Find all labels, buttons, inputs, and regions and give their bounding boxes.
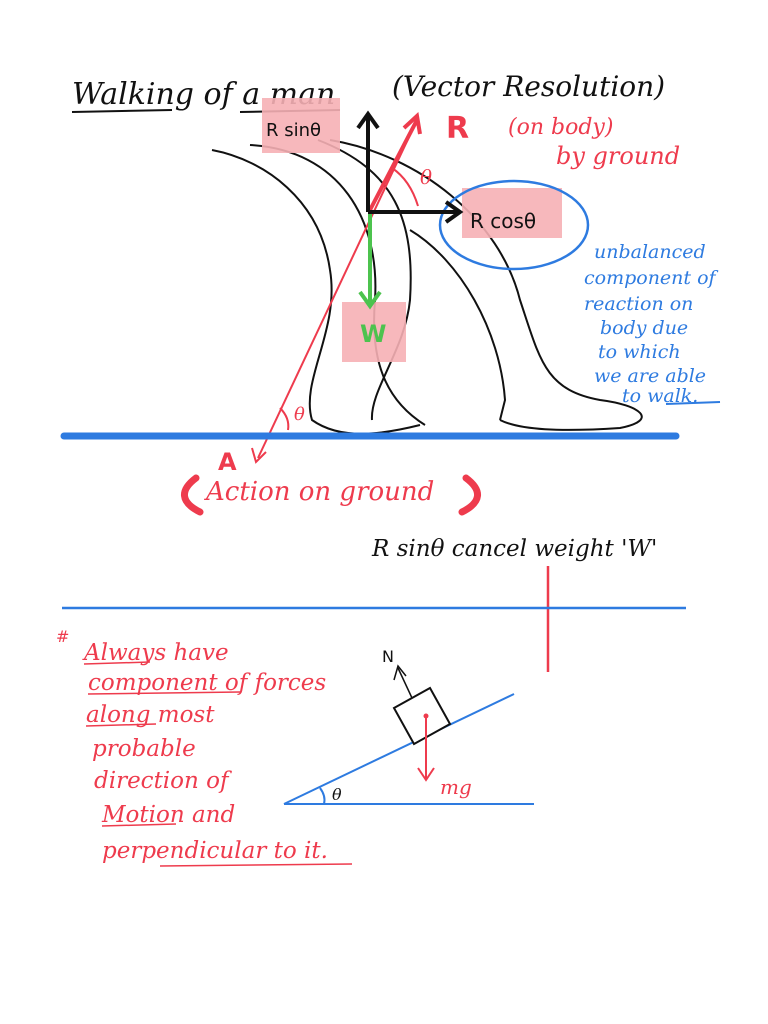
perpendicular-underline [159,863,353,867]
incline-angle-arc [319,787,326,805]
weight-arrow-head [358,290,382,310]
walk-underline [665,401,721,405]
incline-theta-label: θ [332,785,342,804]
mg-arrow-head [417,767,435,782]
incline-note-line: probable [92,736,196,762]
a-label: A [218,448,237,476]
rcos-highlight [462,188,562,238]
action-arrow-head [251,447,267,464]
walking-diagram: Walking of a man (Vector Resolution) [60,70,721,516]
blue-note-line: component of [584,267,719,289]
normal-label: N [382,647,394,666]
vertical-arrow-head [356,110,380,130]
along-underline [85,723,157,727]
action-bracket-right [458,474,481,516]
incline-surface [283,693,515,805]
title-underline-walking [71,109,173,113]
reaction-arrow-shaft [368,119,419,211]
blue-note-line: we are able [594,365,706,387]
w-label: W [360,320,386,348]
middle-note: R sinθ cancel weight 'W' [371,536,657,562]
bullet-mark: # [56,627,69,646]
reaction-line [257,119,418,459]
mg-label: mg [440,775,472,799]
r-note-by-ground: by ground [556,142,680,170]
normal-arrow-head [393,664,407,681]
blue-side-note: unbalanced component of reaction on body… [584,241,719,407]
action-bracket-left [181,474,204,516]
incline-note-line: perpendicular to it. [102,838,328,864]
r-label: R [446,111,469,146]
rcos-label: R cosθ [470,209,536,233]
rsin-label: R sinθ [266,120,321,141]
angle-arc-top [391,167,419,207]
subtitle-text: (Vector Resolution) [392,70,665,103]
blue-note-line: to walk. [622,385,698,407]
w-highlight [342,302,406,362]
horizontal-arrow-head [444,200,464,224]
blue-note-line: reaction on [584,293,693,315]
incline-diagram: # Always have component of forces along … [56,627,534,867]
angle-arc-bottom [279,407,290,431]
reaction-arrow-head [402,112,422,135]
block [392,686,452,746]
component-underline [87,691,241,695]
r-note-on-body: (on body) [508,115,613,140]
incline-note-line: component of forces [88,670,326,696]
always-underline [83,661,151,665]
blue-note-line: body due [600,317,688,339]
incline-note: Always have component of forces along mo… [82,640,328,864]
blue-note-line: to which [598,341,681,363]
incline-note-line: Always have [82,640,229,666]
blue-note-line: unbalanced [594,241,706,263]
action-label: Action on ground [204,477,434,507]
incline-note-line: direction of [94,768,232,794]
theta-top-label: θ [420,165,432,189]
rcos-circle [438,179,590,271]
theta-bottom-label: θ [294,404,305,425]
rsin-highlight [262,98,340,153]
normal-arrow [397,667,413,699]
motion-underline [101,823,177,827]
block-center-dot [423,713,429,719]
